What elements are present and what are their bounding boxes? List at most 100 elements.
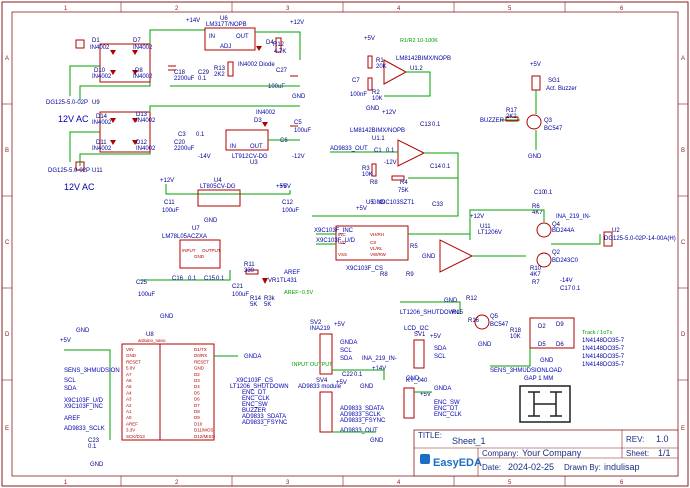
r3-ref: R3 [362,166,370,172]
buzzer-sg1[interactable] [531,75,541,91]
d7-ref: D7 [133,38,141,44]
enc-net-sw: ENC_SW [434,400,460,406]
mcu-left-pin: A6 [126,378,132,383]
u5-name: X9C103SZT1 [378,200,415,206]
wire [149,105,300,112]
r12-ref: R12 [273,42,285,48]
diode-d4-symbol [256,46,262,51]
net-buzzer: BUZZER [480,118,505,124]
title-block: TITLE: Sheet_1 REV: 1.0 Company: Your Co… [413,429,679,477]
r6-ref: R6 [532,204,540,210]
regulator-u6[interactable] [204,27,256,51]
c17-value: 0.1 [572,286,581,292]
resistor-r2 [367,77,373,91]
gen-net-fsync: AD9833_FSYNC [340,418,386,424]
d14-value: IN4002 [92,120,112,126]
c16-value: 0.1 [188,276,197,282]
wire [551,234,601,245]
u5-pin-cs: CS [370,240,376,245]
d8-value: IN4002 [133,74,153,80]
chip-u5[interactable] [335,225,409,261]
diode-d7-symbol [132,50,138,55]
ac-connector-u9[interactable] [75,39,85,49]
c3-ref: C3 [178,132,186,138]
c18-ref: C18 [174,70,186,76]
wire [384,71,431,97]
conn-u9-ref: U9 [92,100,100,106]
gnd-pamp: GND [444,298,458,304]
rail-m14v: -14V [198,154,211,160]
opamp-lt1206-symbol[interactable] [439,239,474,273]
enc-net-gnda: GNDA [434,386,451,392]
diode-bridge-protect [529,317,575,349]
opamp-u12-symbol[interactable] [383,59,408,85]
u12-ref: U1.2 [410,66,423,72]
wire [255,31,301,60]
u5-ref: U5 [366,200,374,206]
ina-net-gnda: GNDA [340,340,357,346]
u6-in: IN [209,34,215,40]
ina-title: INA219 [310,326,331,332]
grid-col-1: 1 [64,6,68,12]
mcu-left-pin: RESET [126,359,141,364]
header-ina219[interactable] [319,333,333,375]
sv4-ref: SV4 [316,378,328,384]
header-encoder[interactable] [403,387,415,419]
r11-value: 330 [244,268,255,274]
gnd-preamp: GND [372,200,386,206]
gnd-protect: GND [540,358,554,364]
buzzer-block: +5V SG1 Act. Buzzer BUZZER R17 2K2 Q3 BC… [480,62,577,160]
ac-label-2: 12V AC [64,182,95,192]
regulator-u7[interactable] [179,239,221,269]
mcu-net-inc: X9C103F_INC [64,404,104,410]
c25-ref: C25 [136,280,148,286]
grid-labels: 1 2 3 4 5 6 1 2 3 4 5 6 A B C D E A B C … [5,6,686,486]
u6-adj: ADJ [220,44,231,50]
power-amp: +12V U11 LT1206V C10 0.1 R6 4K7 INA_219_… [380,190,676,348]
mcu-right-pin: D8 [194,409,200,414]
transistor-q2 [536,252,552,268]
mcu-net-gnda: GNDA [244,354,261,360]
mcu-block: GND +5V U8 arduino_nano VINGNDRESET5.0VA… [60,328,289,468]
header-ad9833[interactable] [319,391,333,433]
r13-ref: R13 [214,66,226,72]
vr1-name: TL431 [280,278,298,284]
enc-net-clk: ENC_CLK [434,412,462,418]
output-connector-u2[interactable] [603,231,613,247]
grid-row-b-right: B [681,148,685,154]
u7-output: OUTPUT [202,248,221,253]
tb-date-value: 2024-02-25 [508,462,554,472]
d7-value: IN4002 [133,45,153,51]
buffer-amp-u12: +5V R1/R2 10-100K LM8142BIMX/NOPB U1.2 R… [350,36,451,112]
rail-p12v-preamp: +12V [382,110,396,116]
header-lcd[interactable] [413,339,425,369]
resistor-r17 [505,116,519,122]
diode-d11-symbol [110,140,116,145]
u5-pin-ud: U/D [338,240,347,245]
mcu-right-pin: D9 [194,415,200,420]
easyeda-logo-text: EasyEDA [433,457,482,469]
lcd-title: LCD_I2C [404,326,429,332]
c1-value: 0.1 [386,148,395,154]
rail-p12v-top: +12V [290,20,304,26]
tb-company-value: Your Company [522,448,582,458]
grid-row-a-right: A [681,56,685,62]
diode-list-2: 1N4148DO35-7 [582,346,625,352]
rail-m14v-pamp: -14V [560,278,573,284]
net-aref: AREF [284,270,300,276]
regulator-u4[interactable] [197,189,241,207]
chip-arduino-nano[interactable] [121,343,215,441]
tb-title-label: TITLE: [418,431,442,440]
encoder-block: KY_040 GNDA +5V ENC_SW ENC_DT ENC_CLK [403,378,462,419]
r18-ref: R18 [510,328,522,334]
d11-value: IN4002 [92,146,112,152]
mcu-right-pin: D11/MOSI [194,428,215,433]
net-x9c-inc: X9C103F_INC [314,228,354,234]
mcu-net-sda: SDA [64,386,76,392]
grid-col-5-bottom: 5 [508,480,512,486]
opamp-u11-symbol[interactable] [397,139,426,167]
mcu-left-pin: GND [126,353,137,358]
c20-value: 2200uF [174,146,195,152]
